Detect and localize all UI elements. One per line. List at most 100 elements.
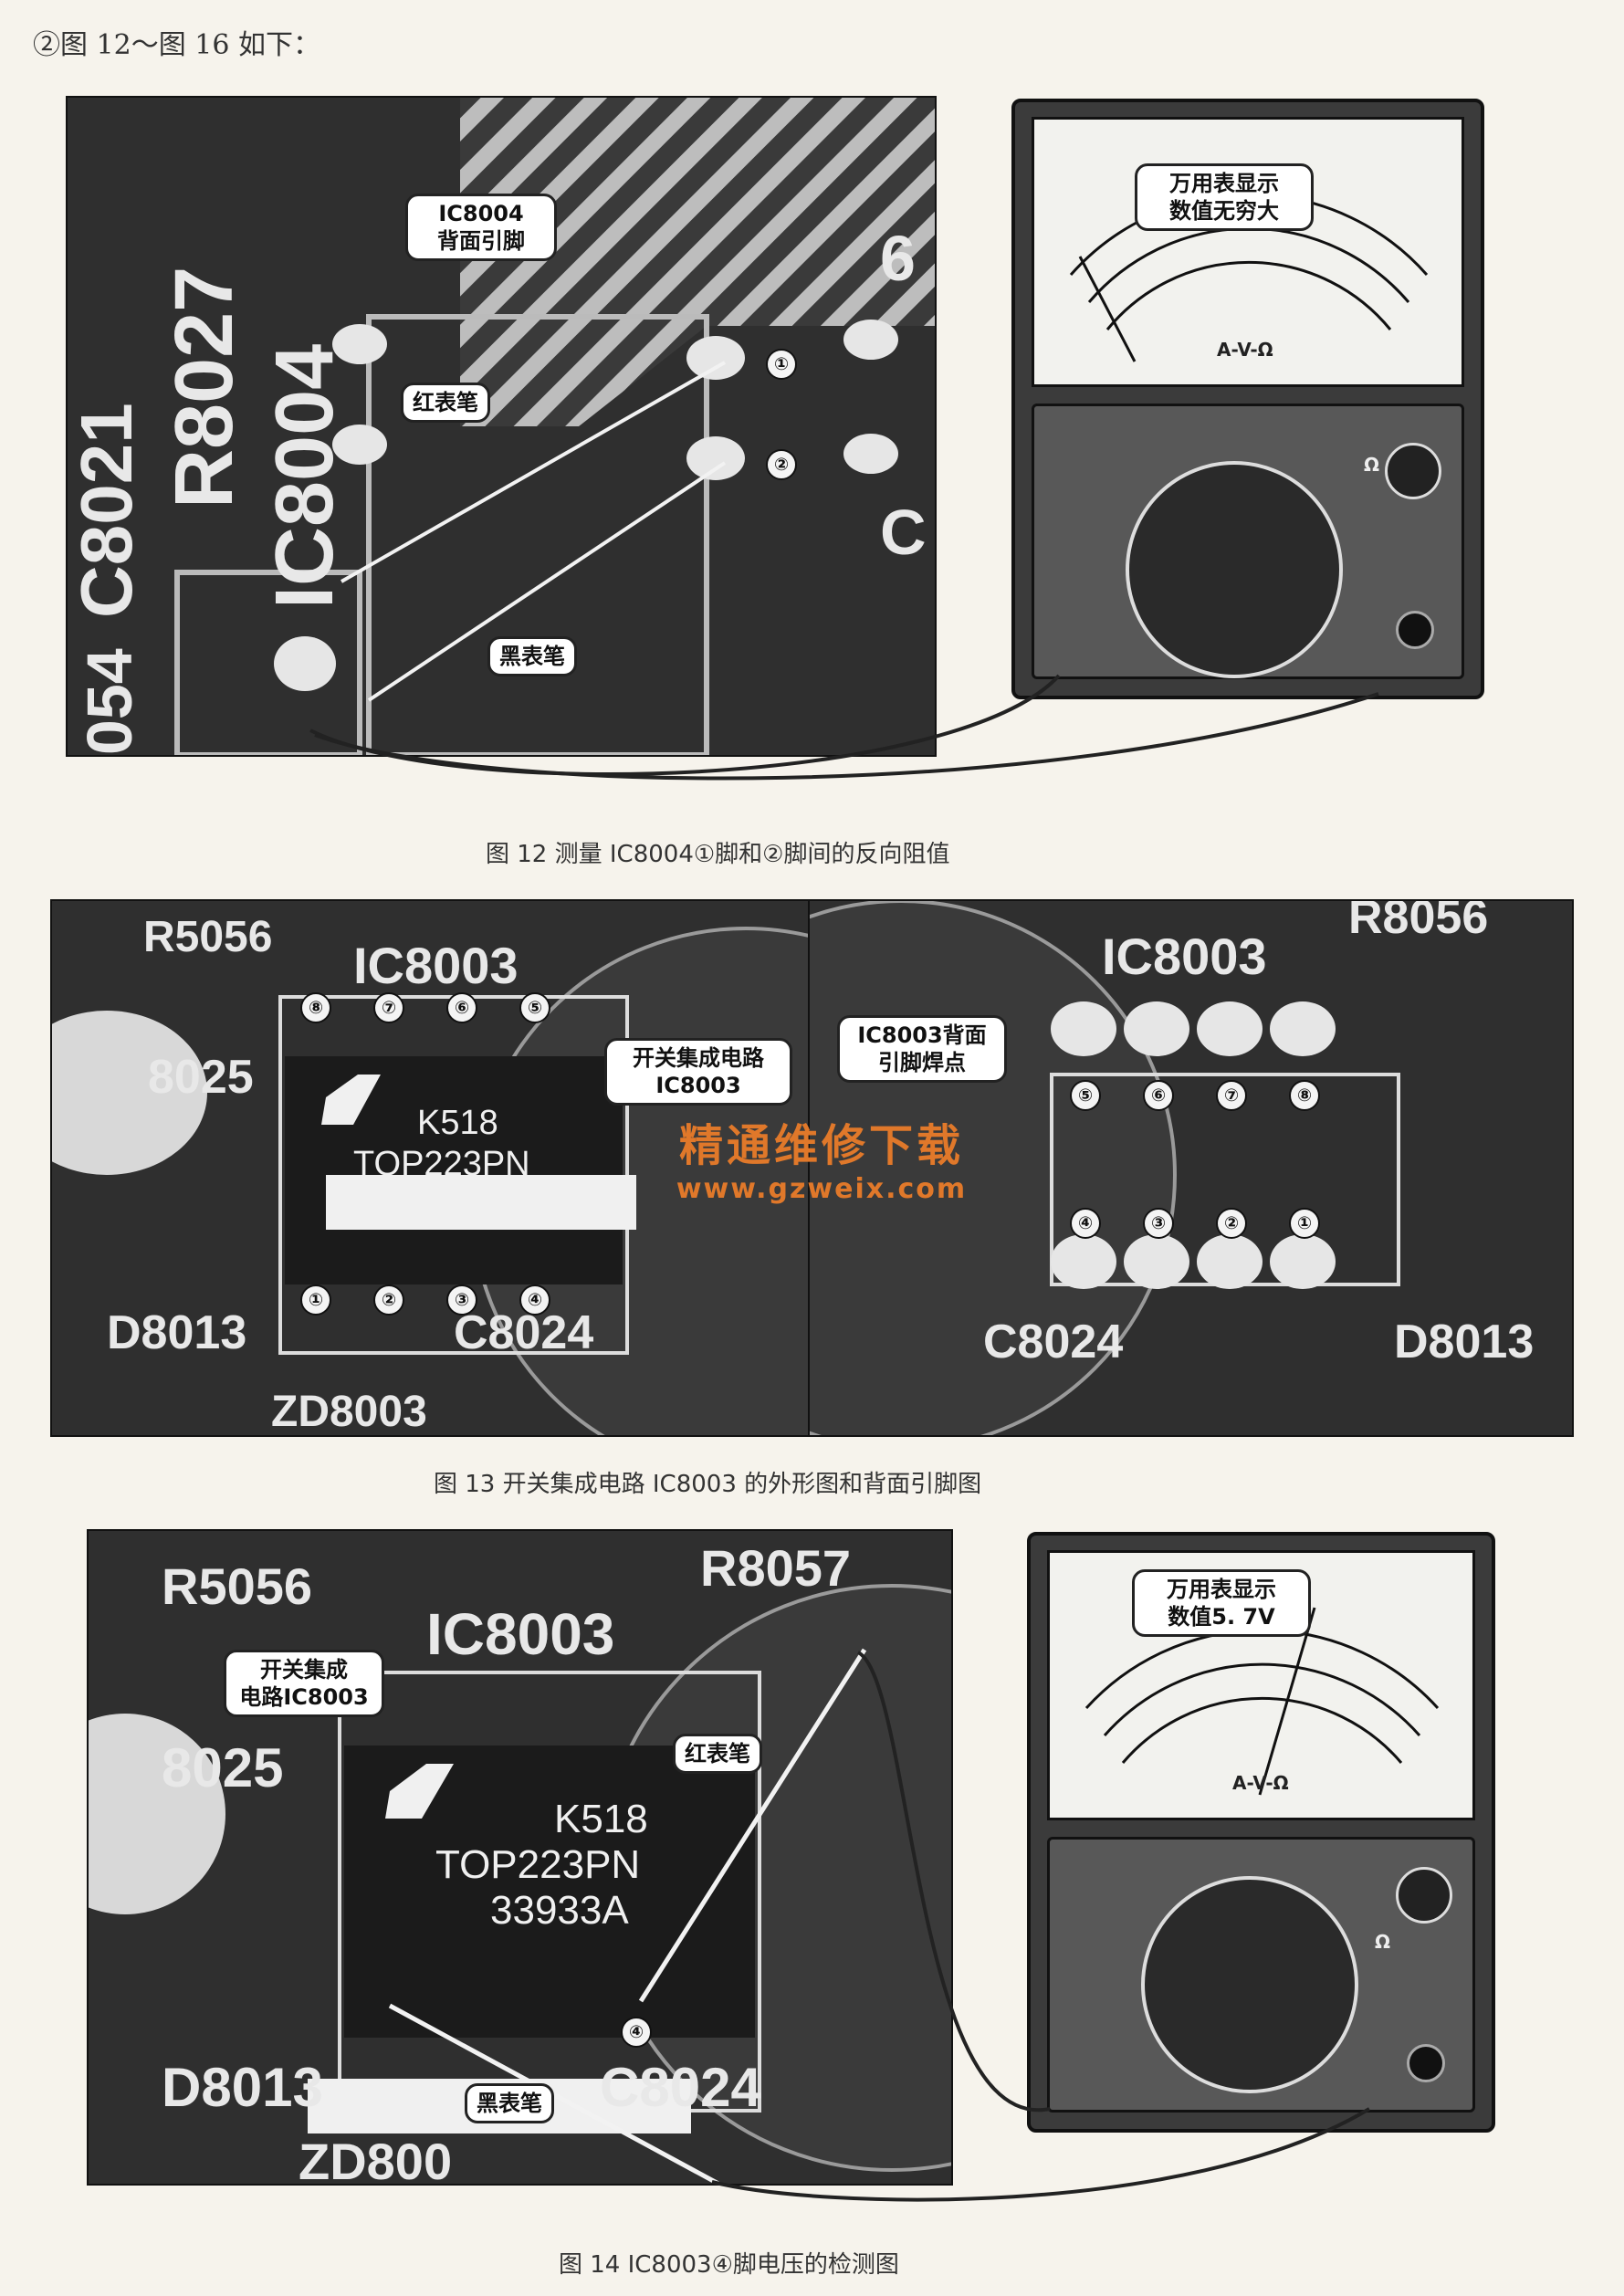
solder-joint: [1051, 1234, 1116, 1289]
fig13-right-callout: IC8003背面 引脚焊点: [837, 1015, 1007, 1083]
component-highlight: [52, 1011, 207, 1175]
fig13-left-photo: R5056 IC8003 8025 D8013 C8024 ZD8003 K51…: [50, 899, 812, 1437]
fig13-left-callout: 开关集成电路 IC8003: [604, 1038, 792, 1106]
fig13-right-pin-5: ⑤: [1070, 1080, 1101, 1111]
fig13-right-label-c8024: C8024: [983, 1316, 1123, 1368]
range-selector-dial[interactable]: [1126, 461, 1343, 678]
chip-line-top223pn: TOP223PN: [435, 1842, 640, 1887]
chip-line-33933a: 33933A: [490, 1888, 629, 1933]
fig13-label-8025: 8025: [148, 1051, 254, 1104]
fig13-right-label-d8013: D8013: [1394, 1316, 1534, 1368]
solder-joint: [1197, 1234, 1263, 1289]
solder-joint: [1270, 1234, 1336, 1289]
fig13-label-d8013: D8013: [107, 1306, 246, 1359]
solder-joint: [1270, 1001, 1336, 1056]
solder-pad-pin2: [686, 436, 745, 480]
fig12-pin-2: ②: [766, 449, 797, 480]
fig14-label-r5056: R5056: [162, 1557, 312, 1615]
fig14-pcb-photo: R5056 IC8003 R8057 8025 D8013 C8024 ZD80…: [87, 1529, 953, 2186]
fig13-right-pin-6: ⑥: [1143, 1080, 1174, 1111]
fig12-pcb-drawing: C8021 R8027 IC8004 054 6 C: [68, 98, 935, 755]
fig13-left-pin-2: ②: [373, 1284, 404, 1316]
ohm-adjust-knob[interactable]: [1396, 1867, 1452, 1924]
chip-line-k518: K518: [554, 1797, 648, 1841]
watermark-cn: 精通维修下载: [678, 1120, 964, 1171]
solder-bar: [326, 1175, 636, 1230]
fig12-multimeter: 万用表显示 数值无穷大 A-V-Ω Ω: [1011, 99, 1484, 699]
fig13-right-pin-1: ①: [1289, 1208, 1320, 1239]
range-selector-dial[interactable]: [1141, 1876, 1358, 2093]
fig12-pcb-photo: C8021 R8027 IC8004 054 6 C IC8004 背面引脚 红…: [66, 96, 937, 757]
fig14-label-ic8003: IC8003: [426, 1601, 614, 1667]
fig13-left-pin-1: ①: [300, 1284, 331, 1316]
meter-dial-face: 万用表显示 数值无穷大 A-V-Ω: [1032, 117, 1464, 387]
solder-joint: [1051, 1001, 1116, 1056]
fig13-right-pin-3: ③: [1143, 1208, 1174, 1239]
chip-line-33933a: 33933A: [390, 1186, 510, 1224]
fig13-caption: 图 13 开关集成电路 IC8003 的外形图和背面引脚图: [434, 1471, 982, 1498]
fig12-label-c8021: C8021: [68, 403, 147, 618]
fig13-left-pin-8: ⑧: [300, 992, 331, 1023]
watermark-url: www.gzweix.com: [676, 1173, 968, 1205]
site-watermark: 精通维修下载 www.gzweix.com: [639, 1109, 1004, 1205]
fig13-right-label-r8056: R8056: [1348, 901, 1488, 944]
meter-needle: [1258, 1607, 1316, 1796]
red-probe-wire: [341, 361, 726, 583]
ohm-adjust-knob[interactable]: [1385, 443, 1441, 499]
fig13-right-pin-7: ⑦: [1216, 1080, 1247, 1111]
trace-outline: [366, 314, 709, 755]
solder-joint: [1197, 1001, 1263, 1056]
meter-lower-panel: Ω: [1047, 1837, 1475, 2113]
solder-pad-pin1: [686, 336, 745, 380]
copper-hatch-area: [460, 98, 935, 426]
fig12-label-r8027: R8027: [159, 267, 250, 508]
fig13-label-c8024: C8024: [454, 1306, 593, 1359]
fig14-red-probe-label: 红表笔: [673, 1734, 762, 1774]
fig14-label-r8057: R8057: [700, 1539, 851, 1597]
fig14-meter-callout: 万用表显示 数值5. 7V: [1132, 1569, 1311, 1637]
fig12-meter-callout: 万用表显示 数值无穷大: [1135, 163, 1314, 231]
ohm-symbol: Ω: [1374, 1931, 1390, 1953]
fig14-label-8025: 8025: [162, 1737, 283, 1798]
fig12-black-probe-label: 黑表笔: [487, 636, 577, 676]
fig12-caption: 图 12 测量 IC8004①脚和②脚间的反向阻值: [486, 841, 950, 868]
fig14-pin-4: ④: [621, 2017, 652, 2048]
fig13-right-label-ic8003: IC8003: [1102, 928, 1267, 985]
meter-lower-panel: Ω: [1032, 404, 1464, 679]
probe-socket[interactable]: [1396, 611, 1434, 649]
solder-pad: [332, 425, 387, 465]
solder-joint: [1124, 1234, 1189, 1289]
fig12-label-ic8004: IC8004: [259, 344, 351, 609]
fig13-left-pin-4: ④: [519, 1284, 550, 1316]
fig13-right-pin-2: ②: [1216, 1208, 1247, 1239]
fig13-right-pin-8: ⑧: [1289, 1080, 1320, 1111]
intro-text: ②图 12～图 16 如下：: [33, 29, 320, 61]
solder-pad: [274, 636, 336, 691]
chip-logo: [385, 1764, 454, 1819]
fig12-label-054: 054: [74, 648, 145, 755]
black-probe-wire: [388, 2003, 720, 2184]
fig14-label-c8024: C8024: [600, 2057, 761, 2118]
red-probe-wire: [638, 1648, 867, 2003]
fig14-label-zd800: ZD800: [299, 2133, 452, 2184]
fig13-left-pin-3: ③: [446, 1284, 477, 1316]
fig12-red-probe-label: 红表笔: [401, 383, 490, 423]
ohm-symbol: Ω: [1363, 454, 1379, 476]
fig13-right-photo: IC8003 R8056 C8024 D8013 ⑤ ⑥ ⑦ ⑧ ④ ③ ② ①…: [808, 899, 1574, 1437]
meter-scale-label: A-V-Ω: [1232, 1772, 1289, 1794]
chip-line-k518: K518: [417, 1104, 498, 1142]
fig13-label-r5056: R5056: [143, 913, 272, 961]
fig13-left-pin-6: ⑥: [446, 992, 477, 1023]
fig14-multimeter: 万用表显示 数值5. 7V A-V-Ω Ω: [1027, 1532, 1495, 2133]
solder-pad: [332, 324, 387, 364]
probe-socket[interactable]: [1407, 2044, 1445, 2082]
solder-joint: [1124, 1001, 1189, 1056]
fig12-label-6: 6: [880, 223, 916, 294]
fig13-left-pin-7: ⑦: [373, 992, 404, 1023]
fig13-right-pin-4: ④: [1070, 1208, 1101, 1239]
fig12-label-c: C: [880, 497, 927, 568]
fig12-pin-1: ①: [766, 349, 797, 380]
black-probe-wire: [367, 461, 727, 702]
meter-scale-label: A-V-Ω: [1217, 339, 1273, 361]
pad-outline: [174, 570, 362, 755]
